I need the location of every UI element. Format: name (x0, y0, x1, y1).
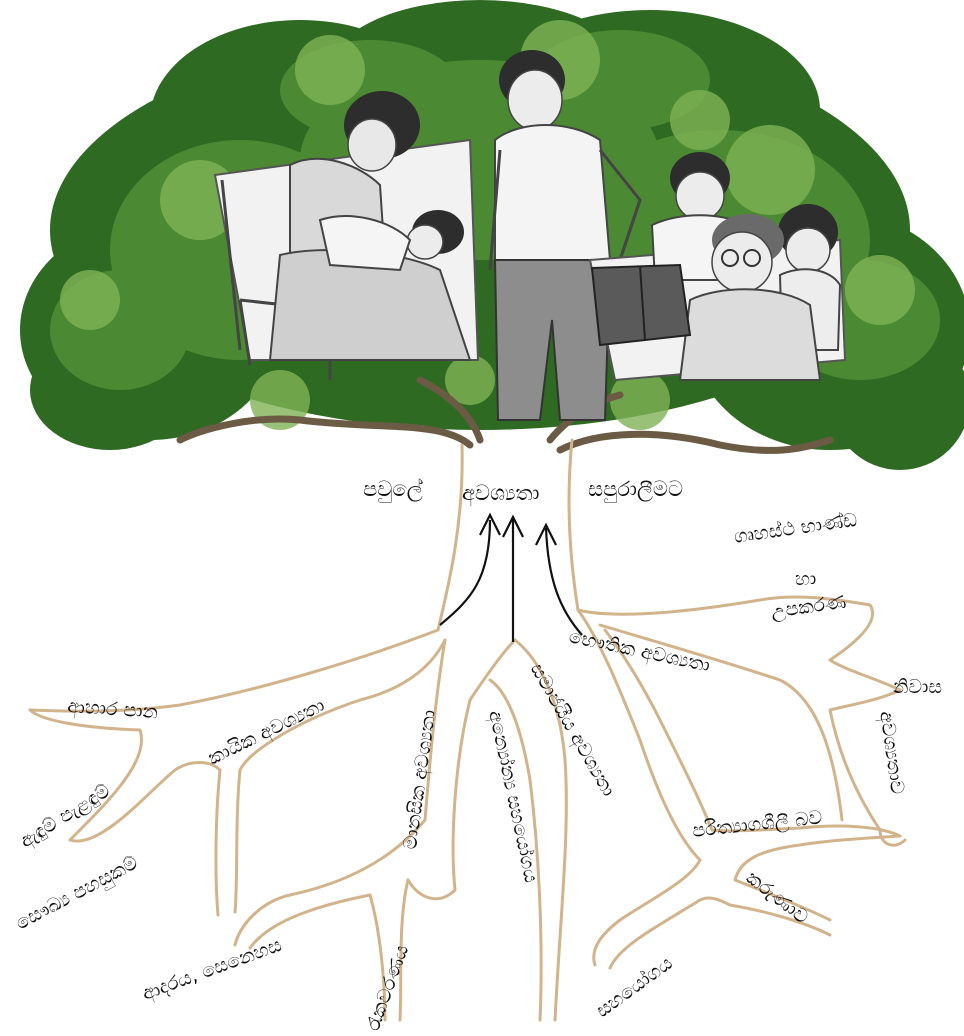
grandfather-with-children-sketch (588, 152, 847, 382)
label-mental-needs: මානසික අවශ්‍යතා (399, 708, 441, 850)
label-compassion: කරුණාව (742, 867, 813, 929)
label-material-needs: භෞතික අවශ්‍යතා (567, 625, 712, 677)
label-housing-line1: නිවාස (893, 676, 942, 698)
upward-arrows (439, 512, 583, 642)
label-household-line2: හා (795, 568, 816, 590)
label-health-facilities: සෞඛ්‍ය පහසුකම් (12, 852, 142, 936)
father-sketch (488, 50, 642, 421)
label-physical-body-needs: කායික අවශ්‍යතා (205, 694, 329, 770)
label-cooperation: සහයෝගය (592, 952, 677, 1022)
label-generosity: පරිත්‍යාගශීලී බව (691, 806, 823, 842)
label-clothing: ඇඳුම් පැළඳුම් (16, 780, 115, 854)
tree-roots (28, 438, 907, 1022)
label-social-needs: සමාජයීය අවශ්‍යතා (525, 660, 620, 801)
arrow-left (439, 519, 492, 626)
arrow-left-head (479, 512, 501, 536)
labels: පවුලේ අවශ්‍යතා සපුරාලීමට කායික අවශ්‍යතා … (12, 477, 942, 1034)
label-household-line1: ගෘහස්ථ භාණ්ඩ (733, 509, 859, 548)
arrow-middle-head (502, 514, 524, 538)
label-household-line3: උපකරණ (770, 591, 848, 623)
center-label-middle: අවශ්‍යතා (462, 481, 540, 507)
label-love-affection: ආදරය, සෙනෙහස (139, 934, 285, 1006)
center-label-right: සපුරාලීමට (588, 477, 683, 503)
label-protection: රැකවරණය (362, 942, 413, 1034)
center-label-left: පවුලේ (363, 477, 423, 503)
family-illustration (213, 50, 847, 421)
arrow-right-head (535, 522, 557, 546)
label-housing-line2: අවශ්‍යතාව (874, 710, 908, 796)
mother-with-child-sketch (213, 91, 480, 380)
label-food: ආහාර පාන (67, 695, 159, 724)
arrow-right (544, 527, 583, 636)
